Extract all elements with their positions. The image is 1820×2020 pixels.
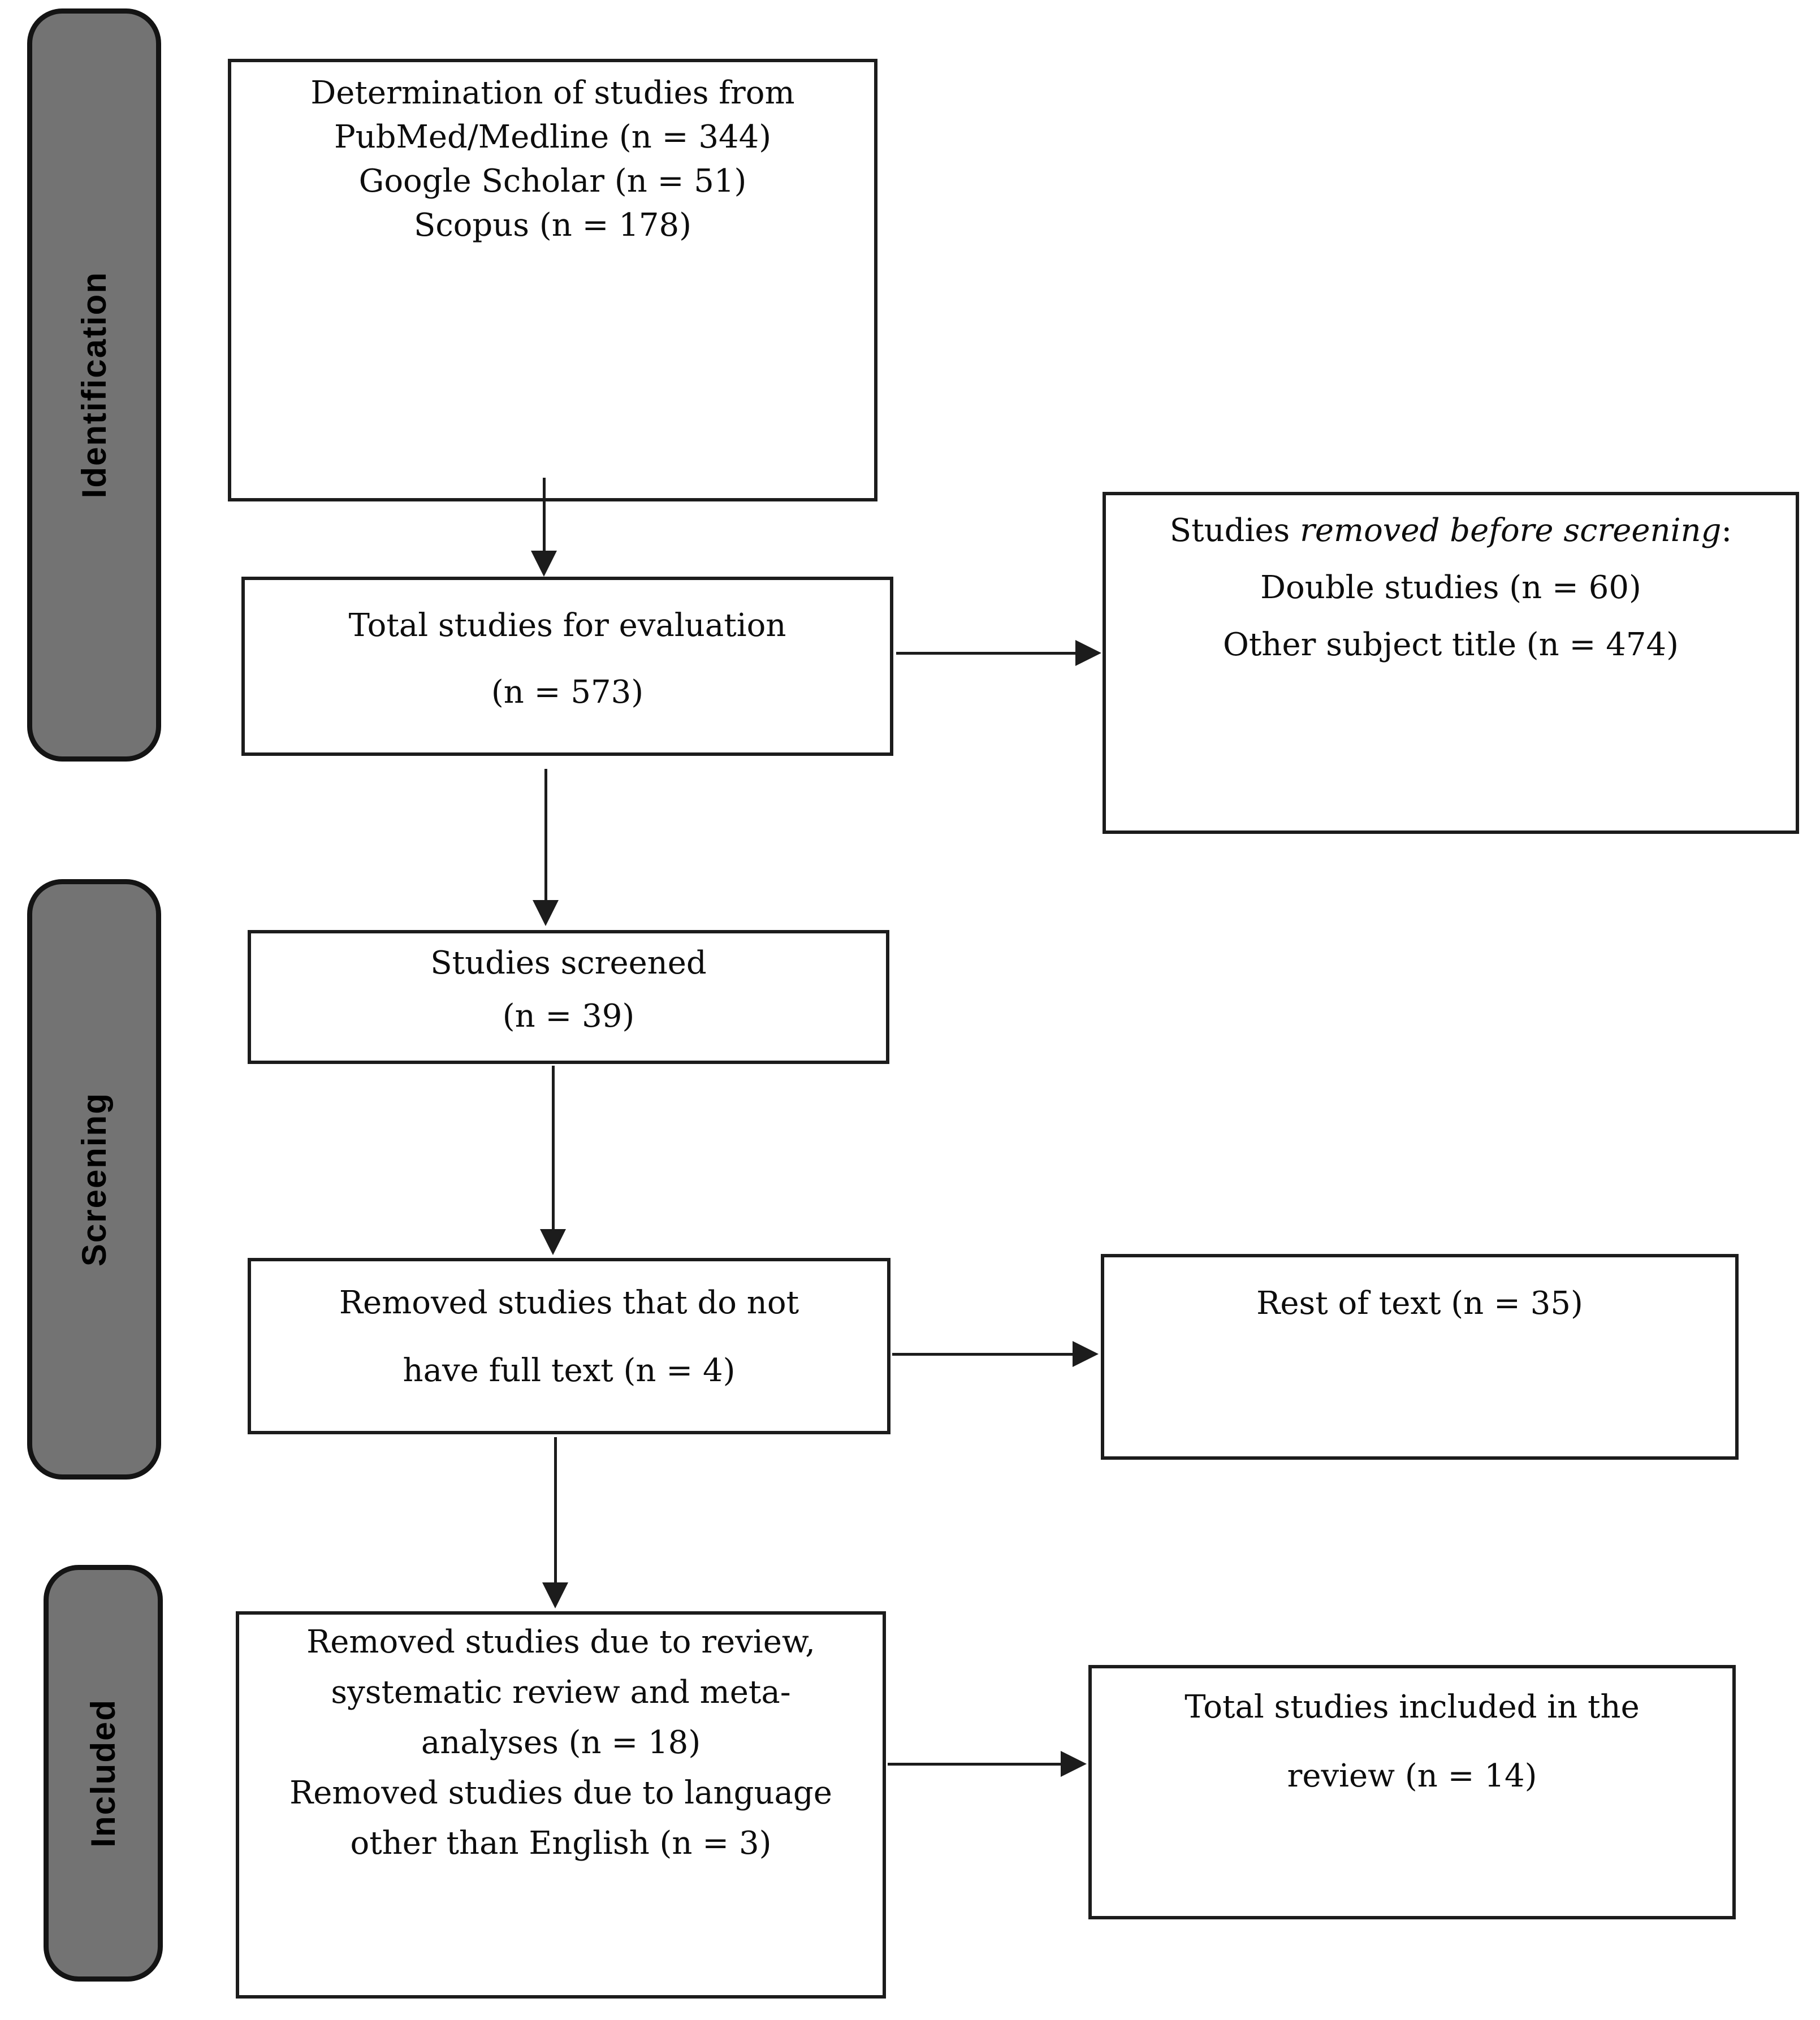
box-removed-review-language-line-4: Removed studies due to language bbox=[289, 1775, 832, 1811]
arrow-shaft bbox=[896, 651, 1075, 655]
arrow-removed-review-to-included-total bbox=[888, 1750, 1087, 1778]
box-screened-line-1: Studies screened bbox=[430, 945, 707, 981]
italic-phrase: removed before screening bbox=[1300, 512, 1722, 549]
box-removed-before-screening-line-3: Other subject title (n = 474) bbox=[1223, 626, 1679, 663]
box-sources: Determination of studies from PubMed/Med… bbox=[228, 59, 877, 501]
box-included-total-line-2: review (n = 14) bbox=[1287, 1758, 1537, 1794]
box-rest-of-text: Rest of text (n = 35) bbox=[1101, 1254, 1739, 1460]
arrow-down-head-icon bbox=[542, 1582, 568, 1608]
box-no-full-text-line-1: Removed studies that do not bbox=[339, 1284, 799, 1321]
box-sources-line-1: Determination of studies from bbox=[310, 75, 795, 111]
arrow-shaft bbox=[544, 769, 547, 900]
arrow-shaft bbox=[554, 1437, 557, 1582]
stage-label-screening-text: Screening bbox=[75, 1092, 113, 1267]
box-removed-review-language-line-3: analyses (n = 18) bbox=[421, 1724, 701, 1761]
box-removed-review-language-line-1: Removed studies due to review, bbox=[306, 1624, 815, 1660]
arrow-shaft bbox=[551, 1066, 555, 1229]
box-no-full-text: Removed studies that do not have full te… bbox=[248, 1258, 890, 1434]
arrow-shaft bbox=[892, 1352, 1073, 1356]
arrow-no-full-text-to-removed-review bbox=[541, 1437, 569, 1608]
arrow-shaft bbox=[888, 1762, 1061, 1766]
arrow-screened-to-no-full-text bbox=[539, 1066, 567, 1255]
box-included-total-line-1: Total studies included in the bbox=[1184, 1689, 1640, 1725]
box-evaluation: Total studies for evaluation (n = 573) bbox=[241, 577, 893, 756]
box-no-full-text-line-2: have full text (n = 4) bbox=[403, 1352, 736, 1389]
box-removed-review-language-line-5: other than English (n = 3) bbox=[350, 1825, 772, 1862]
arrow-sources-to-evaluation bbox=[530, 478, 558, 577]
box-rest-of-text-line-1: Rest of text (n = 35) bbox=[1256, 1285, 1583, 1322]
box-removed-before-screening-line-1: Studies removed before screening: bbox=[1106, 502, 1796, 559]
arrow-right-head-icon bbox=[1075, 640, 1101, 666]
arrow-evaluation-to-screened bbox=[531, 769, 560, 926]
box-screened-line-2: (n = 39) bbox=[502, 998, 635, 1035]
box-evaluation-line-2: (n = 573) bbox=[491, 674, 644, 711]
arrow-no-full-text-to-rest-of-text bbox=[892, 1340, 1099, 1368]
box-screened: Studies screened (n = 39) bbox=[248, 930, 889, 1064]
box-included-total: Total studies included in the review (n … bbox=[1088, 1665, 1736, 1919]
box-removed-review-language: Removed studies due to review, systemati… bbox=[236, 1611, 886, 1999]
box-removed-before-screening-line-2: Double studies (n = 60) bbox=[1260, 569, 1641, 606]
stage-label-included: Included bbox=[44, 1565, 163, 1982]
box-removed-before-screening: Studies removed before screening: Double… bbox=[1103, 492, 1799, 834]
arrow-right-head-icon bbox=[1061, 1751, 1087, 1777]
arrow-shaft bbox=[542, 478, 546, 551]
line-suffix: : bbox=[1721, 512, 1732, 549]
box-sources-line-4: Scopus (n = 178) bbox=[413, 207, 692, 244]
box-evaluation-line-1: Total studies for evaluation bbox=[348, 607, 786, 644]
arrow-evaluation-to-removed-before-screening bbox=[896, 639, 1101, 667]
arrow-down-head-icon bbox=[533, 900, 559, 926]
box-sources-line-3: Google Scholar (n = 51) bbox=[358, 163, 747, 200]
stage-label-included-text: Included bbox=[84, 1699, 122, 1848]
stage-label-identification: Identification bbox=[27, 8, 161, 762]
arrow-down-head-icon bbox=[531, 551, 557, 577]
stage-label-identification-text: Identification bbox=[75, 271, 113, 499]
box-removed-review-language-line-2: systematic review and meta- bbox=[331, 1674, 791, 1711]
box-sources-line-2: PubMed/Medline (n = 344) bbox=[334, 119, 772, 155]
arrow-right-head-icon bbox=[1073, 1341, 1099, 1367]
stage-label-screening: Screening bbox=[27, 879, 161, 1480]
arrow-down-head-icon bbox=[540, 1229, 566, 1255]
line-prefix: Studies bbox=[1169, 512, 1300, 549]
